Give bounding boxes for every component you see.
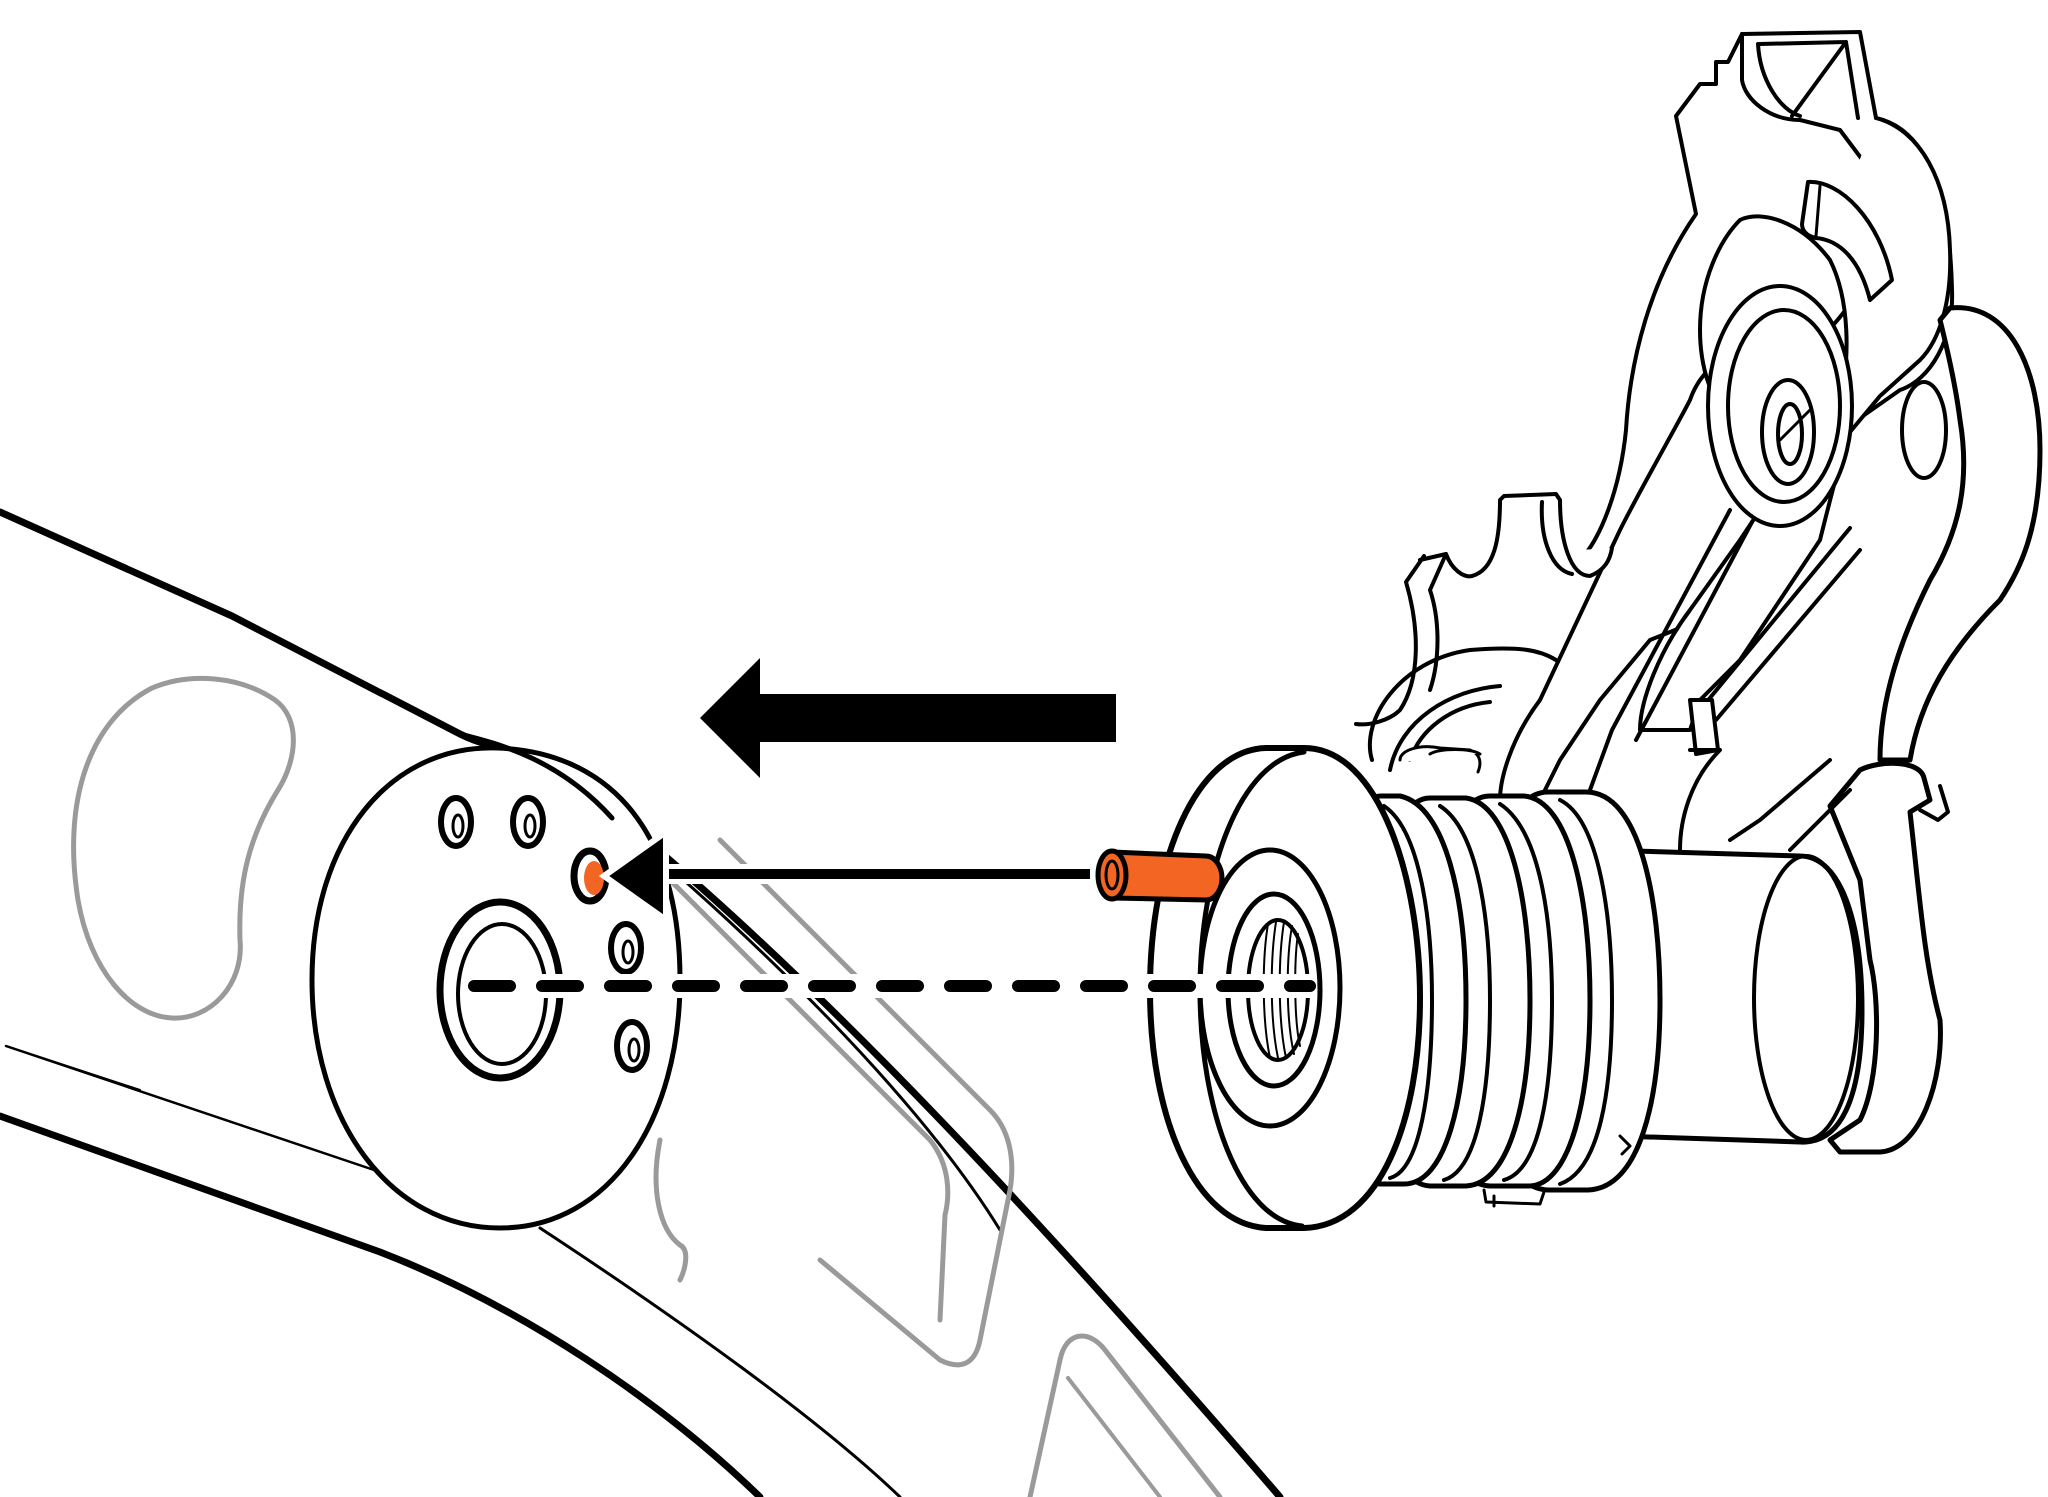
thin-left-arrow-icon [598,826,1092,926]
cage-bolt [1900,380,1948,480]
mount-hole [614,1019,650,1073]
mount-hole [510,795,546,849]
target-hole-highlight [584,861,604,895]
mount-hole [608,921,644,975]
left-arrow-icon [700,658,1116,778]
mount-hole [438,795,474,849]
pin-end [1095,848,1129,902]
derailleur-assembly [1147,30,2043,1231]
frame-dropout [0,508,1284,1497]
pin-part [1095,848,1225,903]
